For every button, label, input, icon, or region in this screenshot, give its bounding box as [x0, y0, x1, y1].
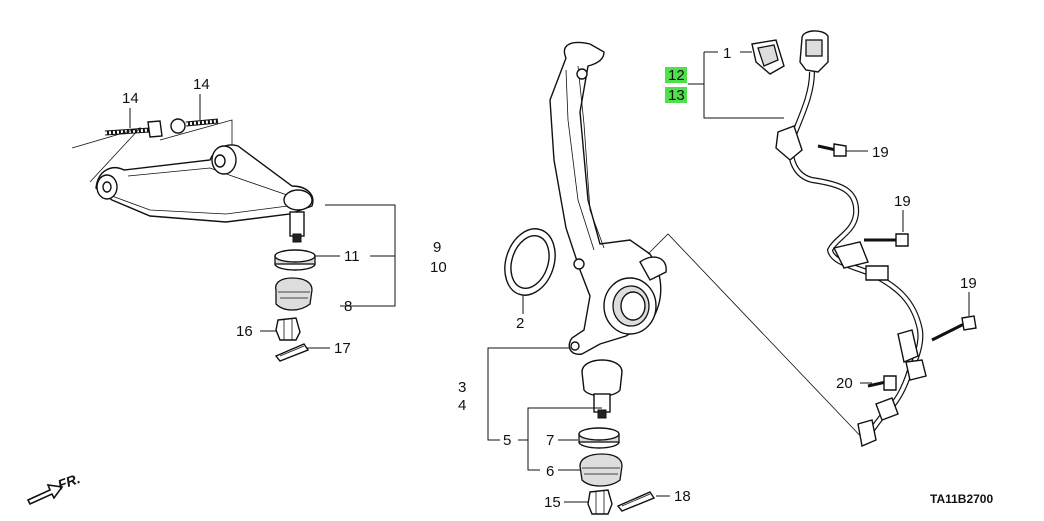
label-15: 15	[544, 494, 561, 511]
front-label: FR.	[56, 470, 83, 493]
label-2: 2	[516, 315, 524, 332]
highlight-13	[665, 87, 687, 103]
dust-seal-7[interactable]	[578, 427, 620, 449]
bolt-19-a[interactable]	[817, 143, 847, 157]
label-12: 12	[668, 67, 685, 84]
connector-clip-1[interactable]	[751, 39, 785, 75]
bolt-19-b[interactable]	[864, 233, 909, 247]
castle-nut-15[interactable]	[587, 489, 613, 515]
splash-ring-2[interactable]	[497, 222, 564, 302]
label-14-right: 14	[193, 76, 210, 93]
front-direction-arrow	[26, 484, 64, 506]
label-4: 4	[458, 397, 466, 414]
label-3: 3	[458, 379, 466, 396]
label-6: 6	[546, 463, 554, 480]
label-14-left: 14	[122, 90, 139, 107]
dust-seal-11[interactable]	[274, 249, 316, 271]
label-18: 18	[674, 488, 691, 505]
boot-8[interactable]	[275, 277, 313, 311]
label-19-a: 19	[872, 144, 889, 161]
boot-6[interactable]	[579, 453, 623, 487]
label-9: 9	[433, 239, 441, 256]
label-20: 20	[836, 375, 853, 392]
steering-knuckle[interactable]	[549, 41, 667, 355]
label-10: 10	[430, 259, 447, 276]
label-17: 17	[334, 340, 351, 357]
upper-control-arm[interactable]	[95, 144, 314, 243]
callout-labels: 1 2 3 4 5 6 7 8 9 10 11 12 13 14 14 15 1…	[56, 45, 994, 511]
label-16: 16	[236, 323, 253, 340]
diagram-code: TA11B2700	[930, 492, 993, 506]
highlight-12	[665, 67, 687, 83]
wheel-speed-sensor-harness[interactable]	[775, 30, 927, 447]
castle-nut-16[interactable]	[275, 317, 301, 341]
label-5: 5	[503, 432, 511, 449]
bolt-19-c[interactable]	[931, 315, 977, 342]
label-7: 7	[546, 432, 554, 449]
label-19-c: 19	[960, 275, 977, 292]
label-8: 8	[344, 298, 352, 315]
label-13: 13	[668, 87, 685, 104]
bolt-20[interactable]	[867, 375, 897, 391]
label-1: 1	[723, 45, 731, 62]
lower-ball-joint[interactable]	[581, 359, 623, 419]
cotter-pin-18[interactable]	[616, 491, 656, 512]
label-11: 11	[344, 248, 360, 265]
cotter-pin-17[interactable]	[274, 343, 310, 362]
label-19-b: 19	[894, 193, 911, 210]
